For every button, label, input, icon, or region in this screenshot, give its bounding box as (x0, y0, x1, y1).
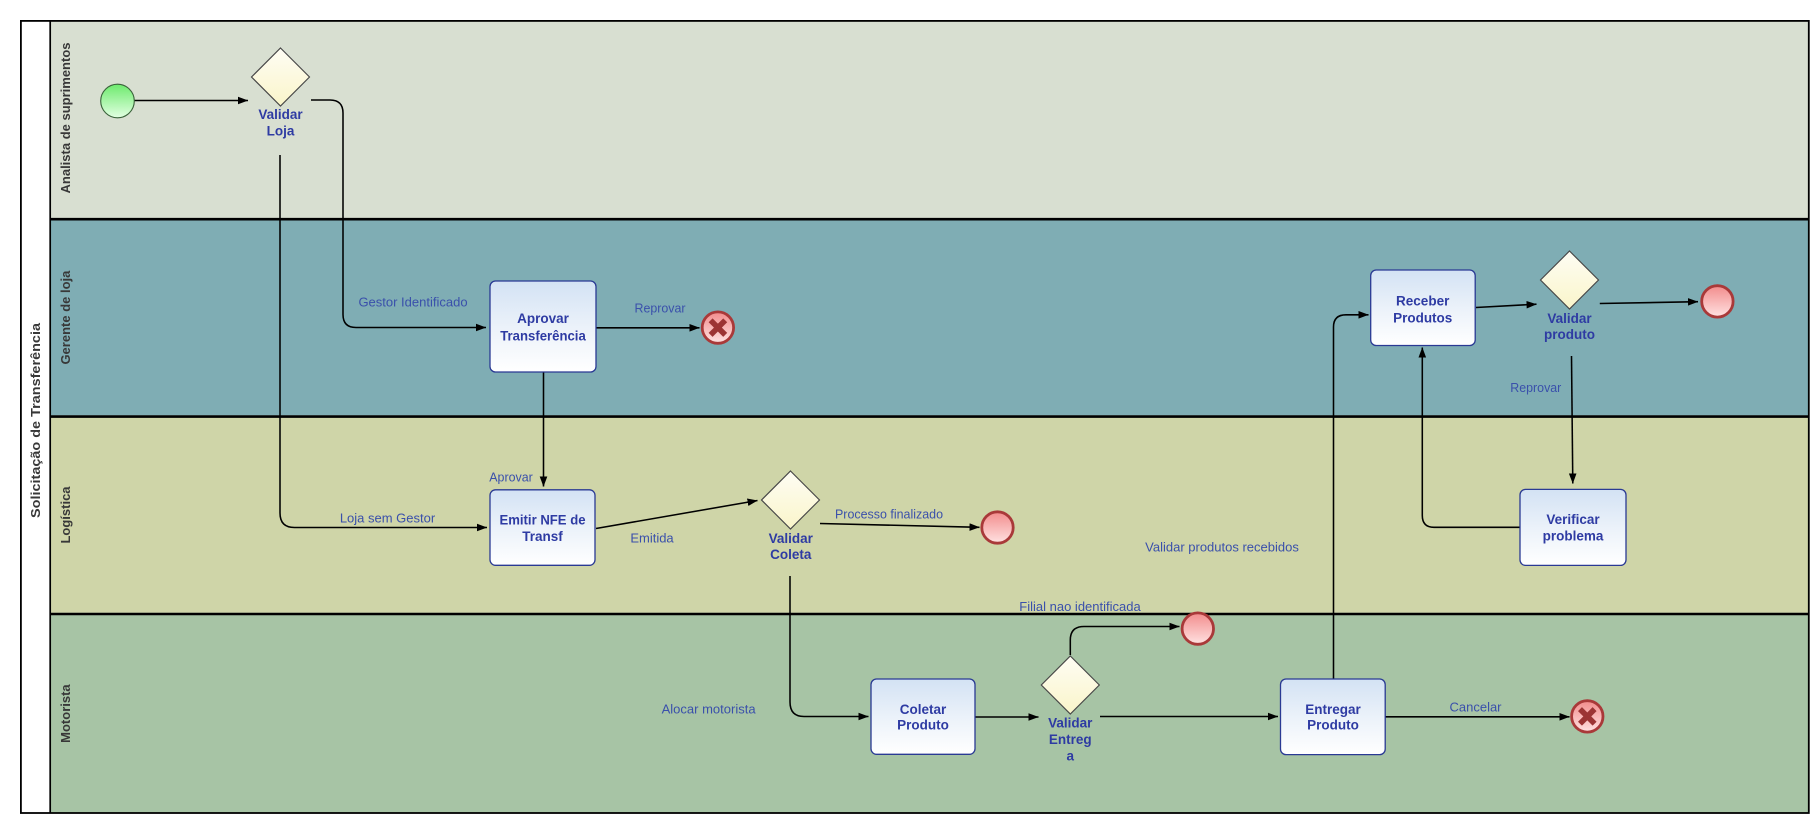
svg-text:Validar produtos recebidos: Validar produtos recebidos (1145, 540, 1299, 555)
svg-text:Alocar motorista: Alocar motorista (662, 702, 757, 717)
svg-text:Gestor Identificado: Gestor Identificado (358, 295, 467, 310)
svg-text:Emitida: Emitida (630, 531, 674, 546)
svg-text:Analista de suprimentos: Analista de suprimentos (58, 43, 73, 194)
svg-text:Aprovar: Aprovar (517, 311, 570, 326)
svg-text:Motorista: Motorista (58, 684, 73, 743)
svg-text:Loja sem Gestor: Loja sem Gestor (340, 511, 436, 526)
svg-text:Produto: Produto (1307, 718, 1359, 733)
svg-text:Receber: Receber (1396, 294, 1450, 309)
svg-text:Loja: Loja (267, 124, 295, 139)
svg-text:Filial nao identificada: Filial nao identificada (1019, 599, 1141, 614)
svg-text:Logística: Logística (58, 486, 73, 544)
svg-text:produto: produto (1544, 327, 1595, 342)
svg-text:Verificar: Verificar (1546, 512, 1600, 527)
svg-text:Entregar: Entregar (1305, 702, 1361, 717)
svg-text:Transferência: Transferência (500, 328, 586, 343)
svg-text:Reprovar: Reprovar (1510, 380, 1562, 395)
svg-text:Aprovar: Aprovar (489, 470, 533, 485)
svg-text:Cancelar: Cancelar (1449, 700, 1502, 715)
svg-text:Validar: Validar (1048, 716, 1093, 731)
svg-text:Validar: Validar (1547, 311, 1592, 326)
svg-text:Reprovar: Reprovar (635, 301, 687, 316)
svg-text:Entreg: Entreg (1049, 732, 1092, 747)
svg-text:Gerente de loja: Gerente de loja (58, 270, 73, 365)
svg-text:Validar: Validar (258, 107, 303, 122)
svg-text:Emitir NFE de: Emitir NFE de (500, 513, 586, 528)
svg-text:Transf: Transf (522, 529, 563, 544)
svg-text:Processo finalizado: Processo finalizado (835, 507, 943, 522)
svg-text:Coletar: Coletar (900, 702, 947, 717)
svg-text:Validar: Validar (769, 531, 814, 546)
svg-text:Produto: Produto (897, 718, 949, 733)
svg-text:a: a (1067, 749, 1075, 764)
svg-text:Produtos: Produtos (1393, 311, 1452, 326)
svg-text:Solicitação de Transferência: Solicitação de Transferência (28, 322, 43, 518)
svg-text:Coleta: Coleta (770, 547, 812, 562)
svg-text:problema: problema (1543, 529, 1604, 544)
